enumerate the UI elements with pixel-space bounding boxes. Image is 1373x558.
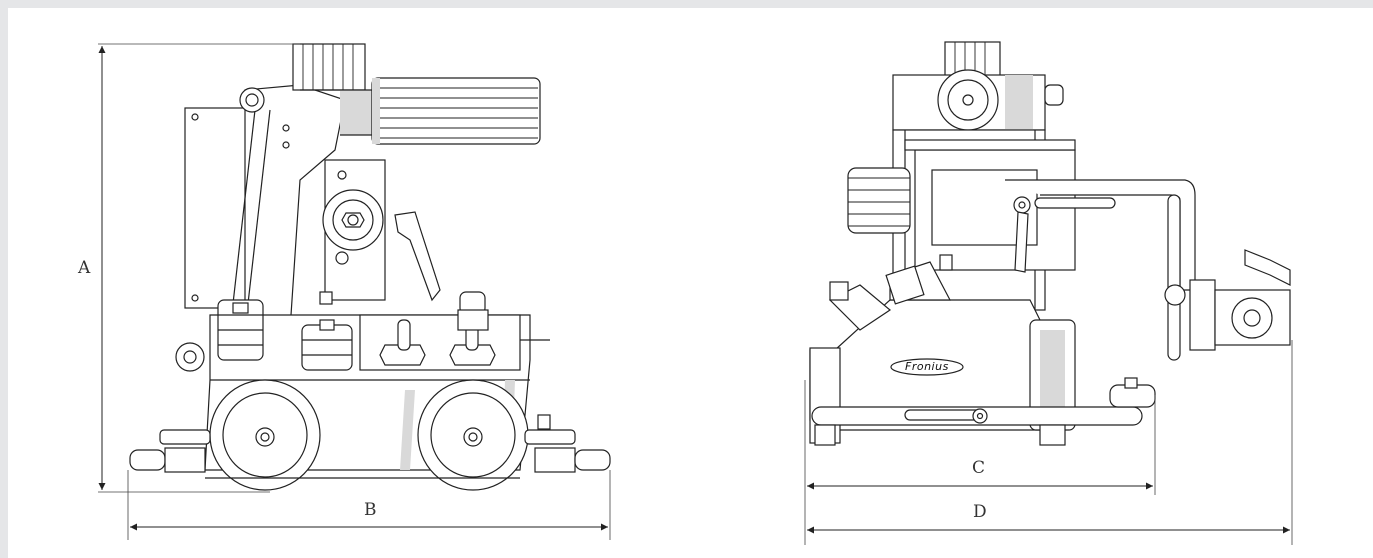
dimension-c-line	[804, 380, 1156, 545]
side-view-machine	[129, 43, 611, 491]
dimension-c-label: C	[972, 458, 986, 478]
dimension-d-line	[807, 340, 1293, 545]
dimension-b-line	[127, 470, 611, 540]
dimension-a-label: A	[78, 258, 91, 278]
dimension-a-line	[98, 43, 300, 493]
dimension-d-label: D	[973, 502, 987, 522]
front-view-machine	[809, 41, 1291, 446]
dimension-b-label: B	[364, 500, 377, 520]
fronius-logo-text: Fronius	[905, 360, 949, 373]
